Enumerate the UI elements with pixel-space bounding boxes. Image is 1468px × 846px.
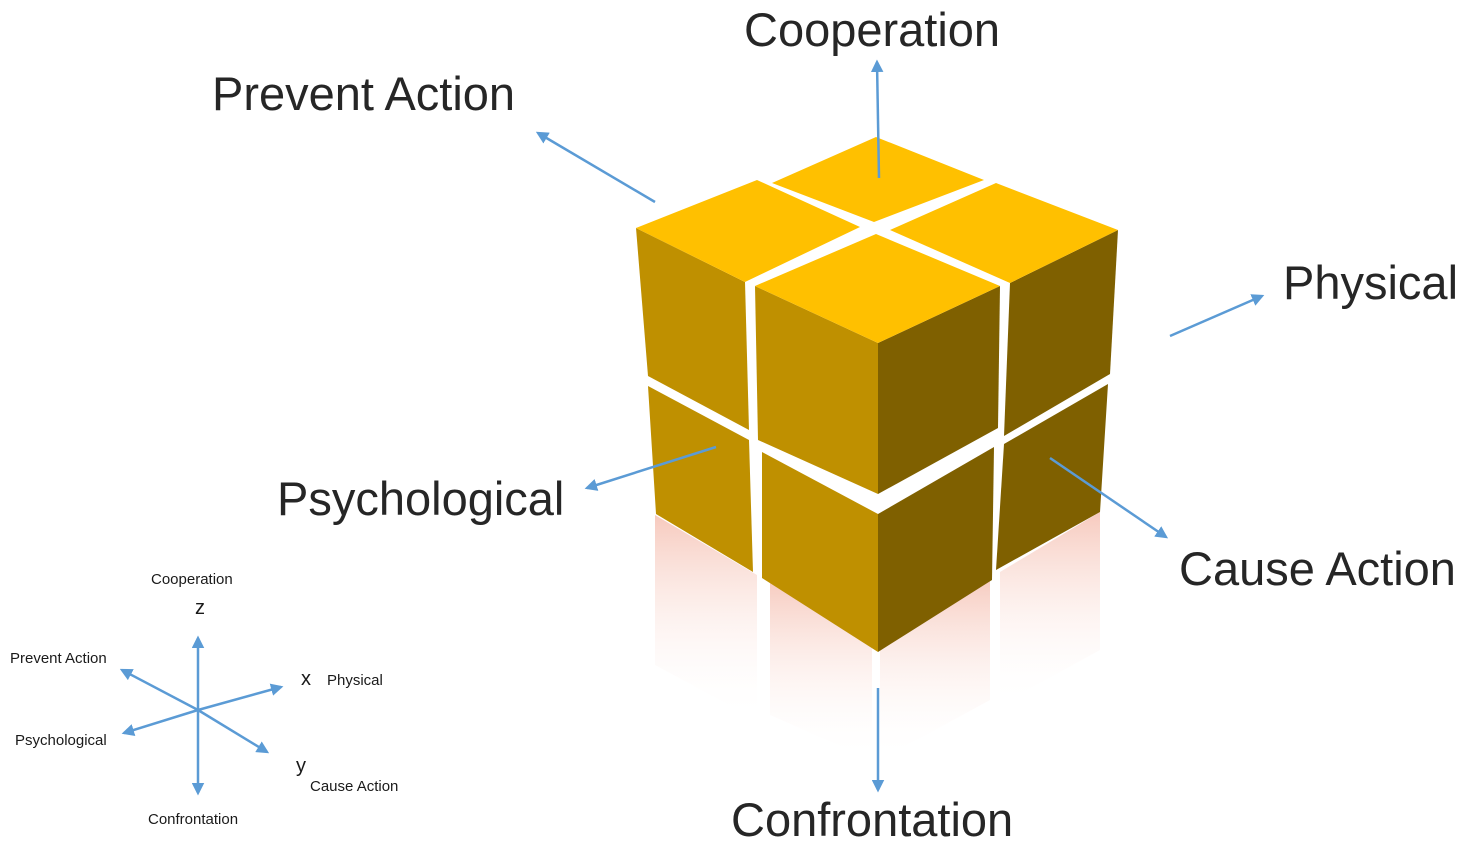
label-confrontation: Confrontation (731, 793, 1014, 846)
cube-top-right (890, 183, 1118, 283)
legend-letter-z: z (195, 597, 205, 619)
label-prevent-action: Prevent Action (212, 67, 516, 120)
cube (636, 137, 1118, 652)
axis-legend (119, 635, 284, 796)
legend-letter-y: y (296, 755, 306, 777)
label-physical: Physical (1283, 256, 1459, 309)
arrow-physical (1169, 294, 1265, 338)
arrow-prevent-action (535, 131, 656, 204)
label-cooperation: Cooperation (744, 3, 1001, 56)
legend-label-confrontation: Confrontation (148, 811, 239, 828)
legend-arrow-psychological (121, 708, 199, 737)
legend-label-cooperation: Cooperation (151, 571, 233, 588)
arrow-cooperation (870, 59, 884, 179)
arrow-cause-action (1049, 456, 1169, 539)
legend-label-physical: Physical (327, 672, 383, 689)
cube-top-left (636, 180, 860, 282)
legend-arrow-cause (197, 708, 270, 754)
legend-label-prevent-action: Prevent Action (10, 650, 107, 667)
cube-top-front (755, 234, 1000, 343)
label-cause-action: Cause Action (1179, 542, 1456, 595)
legend-label-psychological: Psychological (15, 732, 107, 749)
main-arrows (535, 59, 1265, 793)
legend-letter-x: x (301, 668, 311, 690)
arrow-psychological (584, 445, 717, 491)
cube-top-back (772, 137, 984, 222)
cube-reflection (655, 512, 1100, 760)
legend-arrow-physical (197, 683, 284, 712)
label-psychological: Psychological (277, 472, 565, 525)
legend-arrow-prevent (119, 668, 199, 712)
legend-label-cause-action: Cause Action (310, 778, 399, 795)
